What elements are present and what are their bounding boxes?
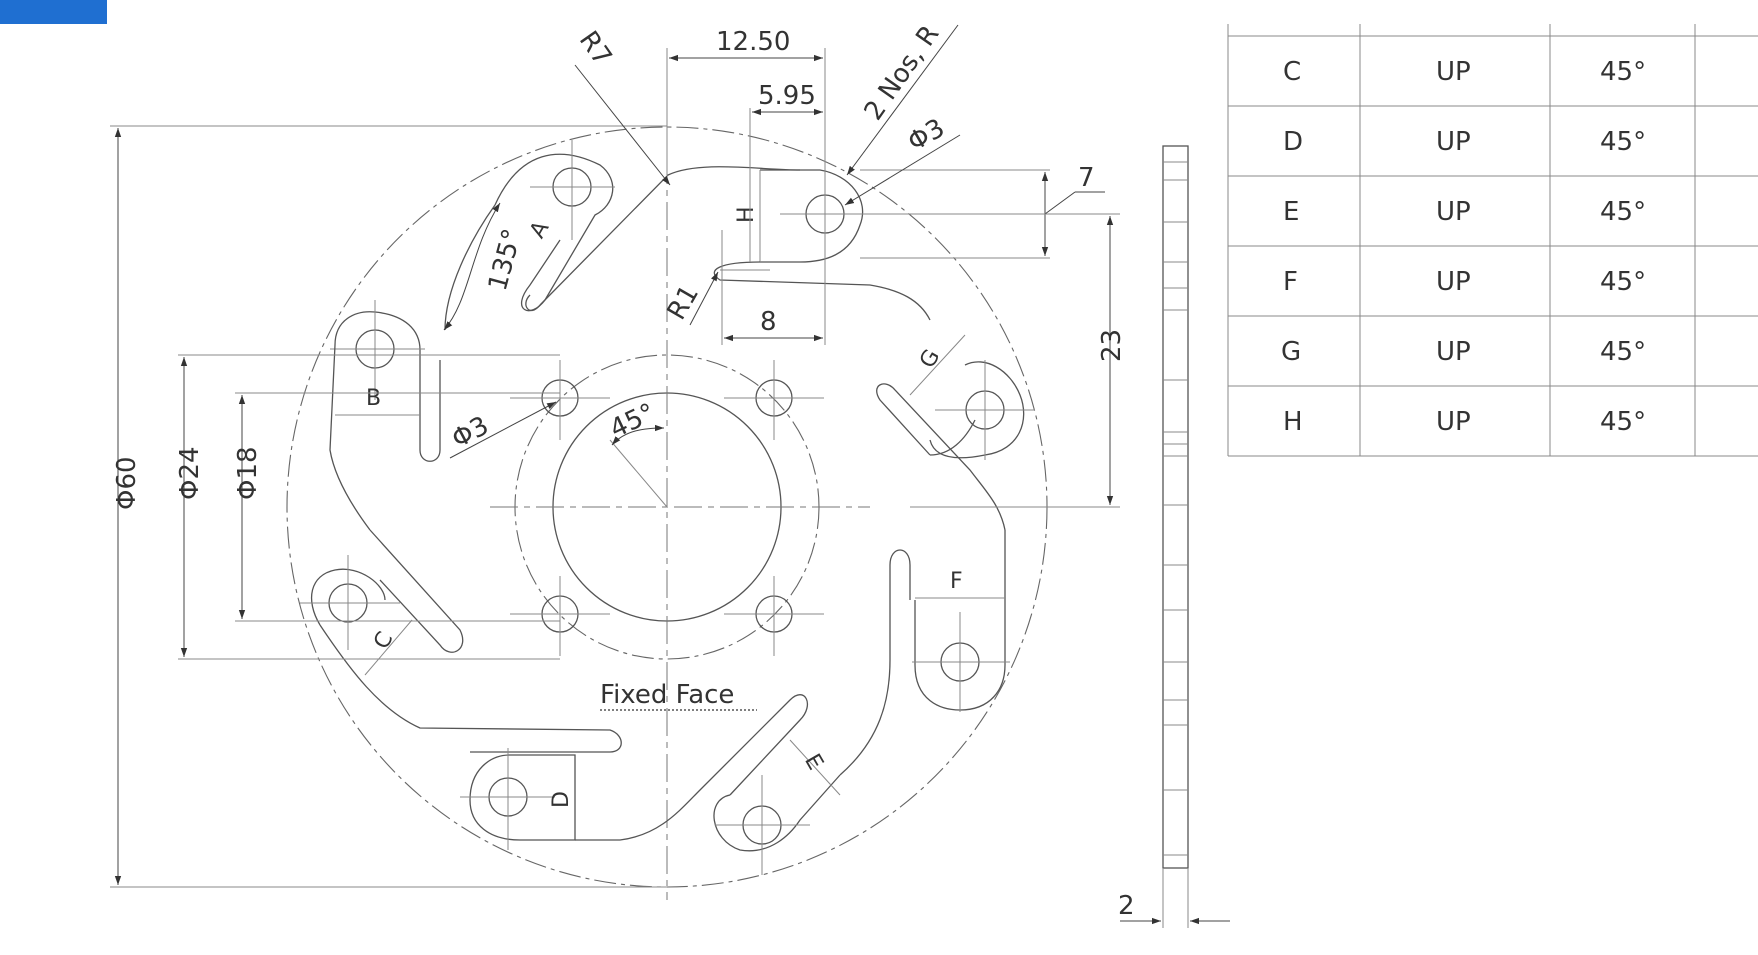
tab-label-e: E [799, 750, 828, 775]
table-cell-tab: F [1283, 267, 1298, 297]
table-cell-tab: D [1283, 127, 1303, 157]
tab-d [460, 694, 809, 850]
tab-h [713, 162, 931, 321]
tab-label-f: F [950, 569, 963, 594]
dim-d60: Φ60 [112, 456, 142, 510]
dim-45-angle: 45° [605, 398, 659, 445]
dim-d24: Φ24 [175, 446, 205, 500]
dim-2nos-r: 2 Nos, R [859, 20, 946, 126]
dimensions: Φ60 Φ24 Φ18 12.50 5.95 8 [110, 20, 1127, 888]
table-cell-direction: UP [1436, 197, 1471, 227]
table-cell-tab: C [1283, 57, 1301, 87]
table-cell-direction: UP [1436, 337, 1471, 367]
bolt-holes [510, 360, 824, 656]
dim-7: 7 [1078, 163, 1095, 193]
tab-e [713, 549, 911, 875]
tab-f [876, 383, 1010, 712]
table-cell-angle: 45° [1600, 267, 1646, 297]
dim-595: 5.95 [758, 81, 816, 111]
tab-label-b: B [366, 386, 381, 411]
table-row: H UP 45° [1283, 407, 1646, 437]
bend-table: C UP 45° D UP 45° E UP 45° F UP 45° G UP [1227, 24, 1758, 457]
tab-b [329, 300, 441, 531]
fixed-face-note: Fixed Face [600, 680, 734, 710]
tab-c [300, 529, 622, 753]
dim-23: 23 [1097, 329, 1127, 362]
table-cell-angle: 45° [1600, 197, 1646, 227]
tab-label-d: D [549, 791, 574, 808]
toolbar-tab[interactable] [0, 0, 107, 24]
tab-g [909, 334, 1035, 460]
dim-8: 8 [760, 307, 777, 337]
dim-d18: Φ18 [233, 446, 263, 500]
table-cell-angle: 45° [1600, 127, 1646, 157]
dim-135-angle: 135° [483, 226, 528, 294]
part-front-view: Fixed Face A B C D E F G H [286, 110, 1048, 900]
table-cell-angle: 45° [1600, 337, 1646, 367]
part-side-view: 2 [1118, 145, 1230, 928]
table-row: F UP 45° [1283, 267, 1646, 297]
dim-d3-inner: Φ3 [447, 411, 494, 455]
table-cell-tab: H [1283, 407, 1303, 437]
table-cell-direction: UP [1436, 57, 1471, 87]
tab-label-c: C [369, 628, 398, 654]
table-cell-direction: UP [1436, 127, 1471, 157]
dim-1250: 12.50 [716, 27, 790, 57]
table-cell-direction: UP [1436, 407, 1471, 437]
dim-d3-top: Φ3 [903, 113, 950, 157]
tab-label-h: H [734, 206, 759, 223]
dim-thickness: 2 [1118, 891, 1135, 921]
table-cell-tab: G [1281, 337, 1301, 367]
table-row: E UP 45° [1283, 197, 1646, 227]
table-row: C UP 45° [1283, 57, 1646, 87]
table-cell-angle: 45° [1600, 407, 1646, 437]
tab-label-a: A [525, 217, 554, 243]
table-row: D UP 45° [1283, 127, 1646, 157]
dim-r7: R7 [573, 26, 617, 72]
tab-label-g: G [915, 345, 945, 372]
table-cell-tab: E [1283, 197, 1299, 227]
dim-r1: R1 [662, 280, 705, 325]
table-cell-direction: UP [1436, 267, 1471, 297]
table-row: G UP 45° [1281, 337, 1646, 367]
table-cell-angle: 45° [1600, 57, 1646, 87]
